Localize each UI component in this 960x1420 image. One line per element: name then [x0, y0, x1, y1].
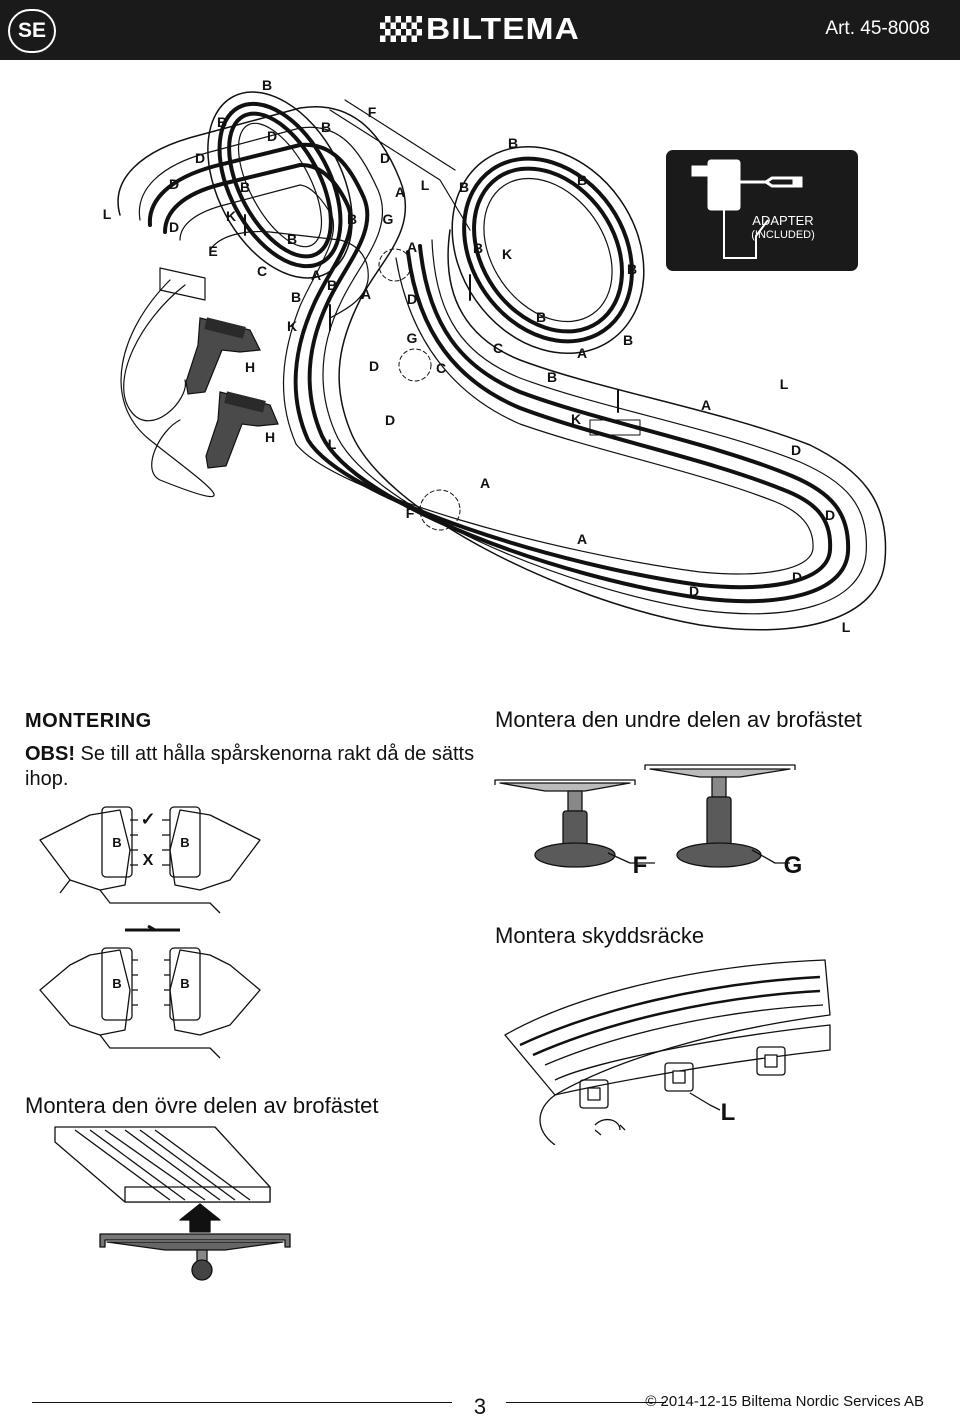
guardrail-figure: L — [504, 959, 831, 1145]
svg-text:A: A — [395, 184, 405, 200]
note-prefix: OBS! — [25, 743, 75, 765]
svg-text:L: L — [421, 177, 430, 193]
svg-text:A: A — [361, 286, 371, 302]
svg-text:A: A — [577, 531, 587, 547]
svg-text:D: D — [195, 150, 205, 166]
article-number: Art. 45-8008 — [825, 18, 930, 39]
svg-text:B: B — [536, 309, 546, 325]
correct-mark: ✓ — [140, 809, 155, 829]
power-adapter-icon — [691, 159, 803, 259]
brand-name: BILTEMA — [426, 11, 580, 46]
svg-text:B: B — [508, 135, 518, 151]
page-number: 3 — [466, 1394, 494, 1420]
svg-text:B: B — [459, 179, 469, 195]
svg-text:H: H — [265, 429, 275, 445]
adapter-label: ADAPTER — [752, 213, 814, 228]
svg-text:B: B — [327, 277, 337, 293]
svg-text:B: B — [627, 261, 637, 277]
upper-bridge-support-figure — [54, 1126, 291, 1281]
svg-text:F: F — [368, 104, 377, 120]
checkered-flag-icon — [380, 16, 422, 42]
svg-text:K: K — [502, 246, 512, 262]
svg-text:A: A — [701, 397, 711, 413]
upper-bridge-heading: Montera den övre delen av brofästet — [25, 1093, 379, 1118]
wrong-mark: X — [143, 852, 154, 869]
piece-label-left-2: B — [112, 976, 121, 991]
copyright-text: © 2014-12-15 Biltema Nordic Services AB — [645, 1393, 924, 1410]
svg-text:B: B — [623, 332, 633, 348]
svg-text:B: B — [547, 369, 557, 385]
svg-text:D: D — [369, 358, 379, 374]
svg-text:B: B — [262, 77, 272, 93]
footer-rule-right — [506, 1402, 666, 1403]
hands-alignment-figure: B B ✓ X — [39, 806, 261, 914]
svg-text:B: B — [577, 172, 587, 188]
svg-text:A: A — [480, 475, 490, 491]
svg-text:C: C — [436, 360, 446, 376]
language-badge: SE — [8, 9, 56, 53]
svg-text:B: B — [287, 231, 297, 247]
svg-text:G: G — [407, 330, 418, 346]
svg-text:D: D — [825, 507, 835, 523]
part-f-label: F — [633, 852, 648, 879]
svg-text:E: E — [208, 243, 217, 259]
svg-text:K: K — [226, 208, 236, 224]
svg-text:B: B — [321, 119, 331, 135]
assembly-note: OBS! Se till att hålla spårskenorna rakt… — [25, 742, 475, 792]
svg-text:D: D — [407, 291, 417, 307]
svg-text:L: L — [842, 619, 851, 635]
svg-text:K: K — [571, 411, 581, 427]
header-bar: SE BILTEMA Art. 45-8008 — [0, 0, 960, 60]
piece-label-right: B — [180, 835, 189, 850]
svg-text:B: B — [347, 211, 357, 227]
adapter-panel: ADAPTER (INCLUDED) — [666, 150, 858, 271]
svg-text:K: K — [287, 318, 297, 334]
hands-join-figure: B B — [39, 924, 261, 1059]
svg-text:D: D — [689, 583, 699, 599]
svg-text:L: L — [780, 376, 789, 392]
svg-text:B: B — [217, 114, 227, 130]
lower-bridge-heading: Montera den undre delen av brofästet — [495, 707, 862, 732]
svg-text:D: D — [792, 569, 802, 585]
note-text: Se till att hålla spårskenorna rakt då d… — [25, 743, 475, 790]
brand-logo: BILTEMA — [380, 11, 579, 46]
svg-text:D: D — [380, 150, 390, 166]
svg-text:B: B — [291, 289, 301, 305]
svg-text:D: D — [267, 128, 277, 144]
svg-text:B: B — [240, 179, 250, 195]
lower-bridge-support-figure: F G — [494, 764, 803, 879]
svg-text:L: L — [103, 206, 112, 222]
svg-text:H: H — [245, 359, 255, 375]
part-g-label: G — [784, 852, 803, 879]
svg-text:C: C — [257, 263, 267, 279]
piece-label-right-2: B — [180, 976, 189, 991]
adapter-sublabel: (INCLUDED) — [751, 229, 815, 241]
svg-text:B: B — [473, 240, 483, 256]
svg-text:D: D — [169, 176, 179, 192]
track-layout-diagram: L D D D B B D B F D B K E B B G A L C A … — [103, 77, 887, 635]
svg-text:G: G — [383, 211, 394, 227]
svg-text:D: D — [385, 412, 395, 428]
part-l-label: L — [721, 1099, 736, 1126]
svg-text:C: C — [493, 340, 503, 356]
svg-text:A: A — [311, 267, 321, 283]
guardrail-heading: Montera skyddsräcke — [495, 923, 705, 948]
svg-text:D: D — [791, 442, 801, 458]
assembly-title: MONTERING — [25, 710, 152, 732]
footer-rule-left — [32, 1402, 452, 1403]
svg-text:A: A — [407, 239, 417, 255]
svg-text:D: D — [169, 219, 179, 235]
piece-label-left: B — [112, 835, 121, 850]
svg-text:L: L — [328, 436, 337, 452]
svg-text:F: F — [406, 505, 415, 521]
svg-text:A: A — [577, 345, 587, 361]
